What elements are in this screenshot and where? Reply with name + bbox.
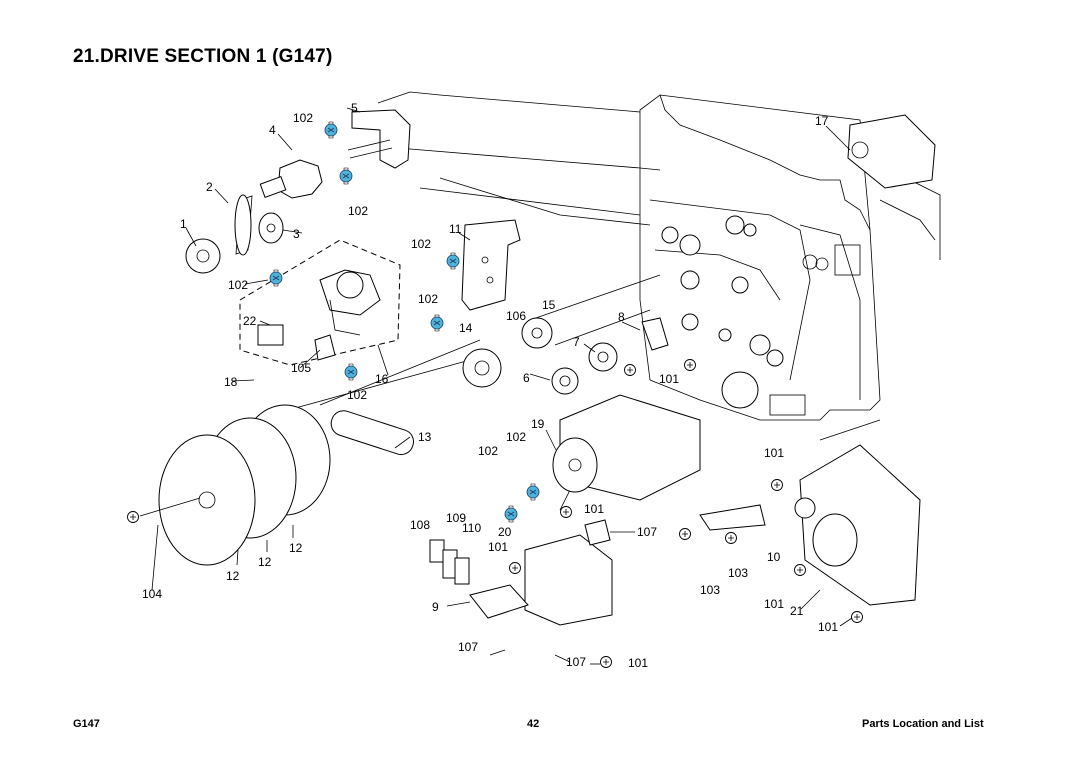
callout-108: 108 (410, 518, 430, 532)
page-title: 21.DRIVE SECTION 1 (G147) (73, 46, 333, 67)
callout-106: 106 (506, 309, 526, 323)
callout-105: 105 (291, 361, 311, 375)
main-frame (639, 94, 881, 421)
callout-8: 8 (618, 310, 625, 324)
screw-icon (600, 656, 612, 668)
callout-7: 7 (573, 335, 580, 349)
leader-lines (151, 107, 853, 665)
callout-21: 21 (790, 604, 804, 618)
callout-12c: 12 (289, 541, 303, 555)
motor-assembly-upper (185, 109, 411, 274)
callout-20: 20 (498, 525, 512, 539)
callout-102f: 102 (347, 388, 367, 402)
callout-9: 9 (432, 600, 439, 614)
footer-page-number: 42 (527, 718, 540, 730)
sensor-bracket-assembly (239, 239, 401, 366)
callout-19: 19 (531, 417, 545, 431)
callout-102b: 102 (348, 204, 368, 218)
screw-icon (560, 506, 572, 518)
callout-102a: 102 (293, 111, 313, 125)
callout-101d: 101 (488, 540, 508, 554)
bracket-11 (461, 219, 521, 311)
callout-102d: 102 (228, 278, 248, 292)
callout-107a: 107 (637, 525, 657, 539)
callout-101c: 101 (584, 502, 604, 516)
callout-102e: 102 (418, 292, 438, 306)
callout-3: 3 (293, 227, 300, 241)
callout-12b: 12 (258, 555, 272, 569)
motor-17 (847, 114, 936, 189)
screw-icon (851, 611, 863, 623)
footer-section-name: Parts Location and List (862, 718, 984, 730)
screw-icon (509, 562, 521, 574)
screw-icon (127, 511, 139, 523)
callout-6: 6 (523, 371, 530, 385)
callout-102c: 102 (411, 237, 431, 251)
pulley-stack (139, 404, 414, 566)
callout-2: 2 (206, 180, 213, 194)
callout-101f: 101 (818, 620, 838, 634)
callout-101e: 101 (764, 597, 784, 611)
guide-lines (269, 91, 941, 511)
callout-101g: 101 (628, 656, 648, 670)
screw-icon (269, 269, 283, 287)
callout-11: 11 (449, 222, 462, 236)
screw-icon (725, 532, 737, 544)
callout-103a: 103 (700, 583, 720, 597)
callout-4: 4 (269, 123, 276, 137)
screw-icon (771, 479, 783, 491)
screw-icon (684, 359, 696, 371)
footer-model: G147 (73, 718, 100, 730)
callout-102h: 102 (478, 444, 498, 458)
screw-icon (446, 252, 460, 270)
screw-icon (430, 314, 444, 332)
callout-22: 22 (243, 314, 257, 328)
callout-107c: 107 (566, 655, 586, 669)
motor-assembly-right (699, 444, 921, 606)
screw-icon (504, 505, 518, 523)
callout-110: 110 (462, 521, 481, 535)
gear-cluster (462, 317, 669, 395)
callout-17: 17 (815, 114, 829, 128)
callout-5: 5 (351, 101, 358, 115)
callout-104: 104 (142, 587, 162, 601)
callout-15: 15 (542, 298, 556, 312)
bracket-20-assembly (429, 519, 613, 626)
callout-107b: 107 (458, 640, 478, 654)
screw-icon (794, 564, 806, 576)
callout-103b: 103 (728, 566, 748, 580)
callout-14: 14 (459, 321, 473, 335)
drive-motor-19 (552, 394, 701, 501)
callout-101b: 101 (764, 446, 784, 460)
callout-10: 10 (767, 550, 781, 564)
callout-109: 109 (446, 511, 466, 525)
callout-13: 13 (418, 430, 432, 444)
callout-102g: 102 (506, 430, 526, 444)
callout-1: 1 (180, 217, 187, 231)
screw-icon (344, 363, 358, 381)
callout-12a: 12 (226, 569, 240, 583)
screw-icon (526, 483, 540, 501)
callout-101a: 101 (659, 372, 679, 386)
screw-icon (679, 528, 691, 540)
screw-icon (339, 167, 353, 185)
callout-18: 18 (224, 375, 238, 389)
screw-icon (324, 121, 338, 139)
screw-icon (624, 364, 636, 376)
callout-labels: 1 2 3 4 5 6 7 8 9 10 11 12 12 12 13 14 1… (142, 101, 838, 670)
callout-16: 16 (375, 372, 389, 386)
